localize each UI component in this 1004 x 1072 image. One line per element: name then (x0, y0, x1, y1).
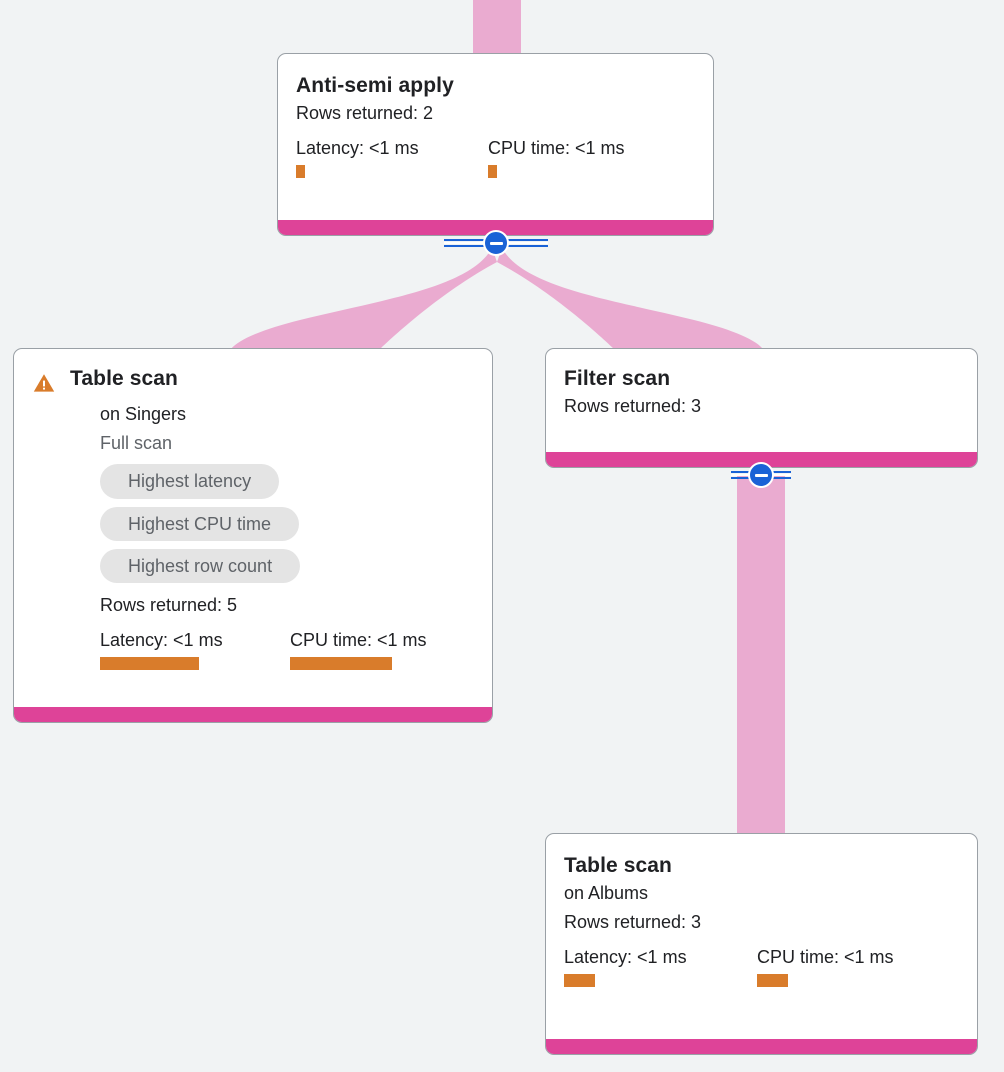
metric-latency-label: Latency: <1 ms (100, 630, 223, 650)
toggle-filter-scan[interactable] (709, 461, 813, 489)
node-title: Table scan (564, 854, 672, 877)
metric-latency-bar (296, 164, 305, 178)
node-header: Table scan (32, 367, 474, 400)
node-header: Anti-semi apply (296, 74, 695, 99)
node-footer-bar (278, 220, 713, 235)
plan-node-filter-scan[interactable]: Filter scan Rows returned: 3 (545, 348, 978, 468)
node-footer-bar (546, 1039, 977, 1054)
metric-cpu-time: CPU time: <1 ms (290, 630, 427, 670)
node-body: Filter scan Rows returned: 3 (546, 349, 977, 452)
plan-node-table-scan-albums[interactable]: Table scan on Albums Rows returned: 3 La… (545, 833, 978, 1055)
node-title: Table scan (70, 367, 178, 390)
edge-root-to-table-scan-singers (231, 248, 497, 349)
metric-latency: Latency: <1 ms (296, 138, 488, 178)
collapse-minus-icon[interactable] (748, 462, 774, 488)
badge-highest-row-count: Highest row count (100, 548, 301, 584)
metric-cpu-time: CPU time: <1 ms (757, 947, 894, 987)
plan-node-anti-semi-apply[interactable]: Anti-semi apply Rows returned: 2 Latency… (277, 53, 714, 236)
badge-highest-latency: Highest latency (100, 464, 280, 499)
node-subtitle: on Albums (564, 882, 649, 903)
metric-latency-label: Latency: <1 ms (564, 946, 687, 967)
metric-cpu-time: CPU time: <1 ms (488, 138, 625, 178)
rows-returned-label: Rows returned: 3 (564, 911, 702, 932)
metric-latency-bar (564, 973, 595, 987)
rows-returned-label: Rows returned: 3 (564, 395, 702, 416)
node-subtitle: on Singers (100, 404, 187, 424)
node-badges: Highest latency Highest CPU time Highest… (100, 464, 474, 584)
node-title: Filter scan (564, 367, 671, 390)
node-header: Table scan (564, 854, 959, 879)
metric-cpu-time-label: CPU time: <1 ms (757, 946, 894, 967)
node-header: Filter scan (564, 367, 959, 392)
node-details: on Singers Full scan Highest latency Hig… (32, 400, 474, 670)
node-body: Anti-semi apply Rows returned: 2 Latency… (278, 54, 713, 220)
warning-triangle-icon (32, 371, 56, 400)
metric-latency: Latency: <1 ms (564, 947, 757, 987)
toggle-anti-semi-apply[interactable] (444, 229, 548, 257)
node-metrics: Latency: <1 ms CPU time: <1 ms (100, 630, 474, 670)
rows-returned-label: Rows returned: 2 (296, 102, 434, 123)
metric-latency: Latency: <1 ms (100, 630, 290, 670)
edge-root-to-filter-scan (497, 248, 763, 349)
edge-filter-scan-to-table-scan-albums (737, 474, 785, 836)
node-body: Table scan on Singers Full scan Highest … (14, 349, 492, 707)
metric-latency-bar (100, 657, 199, 670)
metric-cpu-time-label: CPU time: <1 ms (488, 137, 625, 158)
rows-returned-label: Rows returned: 5 (100, 595, 238, 616)
node-metrics: Latency: <1 ms CPU time: <1 ms (564, 947, 959, 987)
node-title: Anti-semi apply (296, 74, 454, 97)
node-body: Table scan on Albums Rows returned: 3 La… (546, 834, 977, 1039)
badge-highest-cpu-time: Highest CPU time (100, 506, 300, 541)
node-footer-bar (546, 452, 977, 467)
node-scan-type: Full scan (100, 433, 173, 454)
edge-incoming-root (473, 0, 521, 56)
metric-cpu-time-bar (757, 973, 788, 987)
collapse-minus-icon[interactable] (483, 230, 509, 256)
metric-cpu-time-bar (290, 657, 392, 670)
metric-cpu-time-bar (488, 164, 497, 178)
node-metrics: Latency: <1 ms CPU time: <1 ms (296, 138, 695, 178)
node-footer-bar (14, 707, 492, 722)
plan-node-table-scan-singers[interactable]: Table scan on Singers Full scan Highest … (13, 348, 493, 723)
metric-latency-label: Latency: <1 ms (296, 137, 419, 158)
metric-cpu-time-label: CPU time: <1 ms (290, 630, 427, 650)
